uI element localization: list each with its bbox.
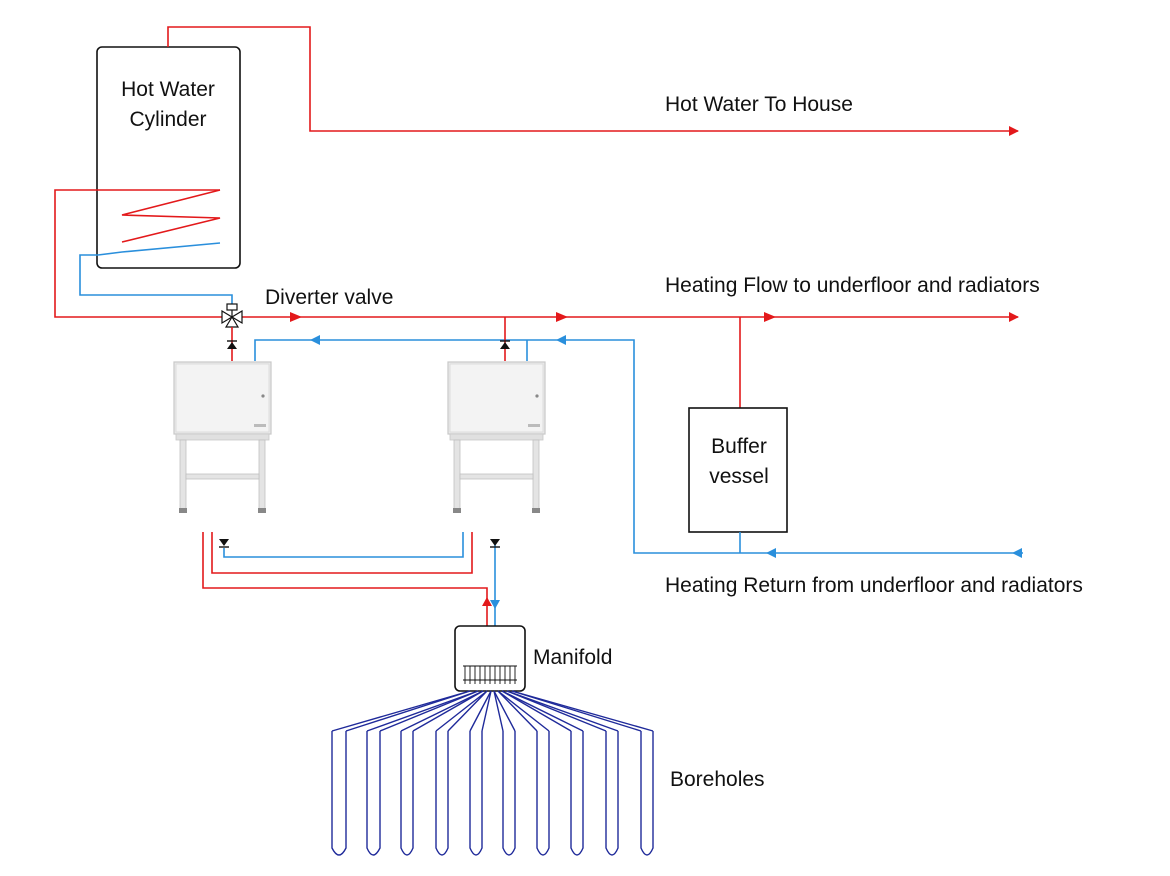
hot-water-to-house-label: Hot Water To House bbox=[665, 93, 853, 116]
heating-return-pipe bbox=[254, 339, 1023, 554]
ground-return-pipe-1 bbox=[223, 532, 464, 558]
heating-flow-label: Heating Flow to underfloor and radiators bbox=[665, 274, 1040, 297]
heating-return-label: Heating Return from underfloor and radia… bbox=[665, 574, 1083, 597]
hot-water-pipe bbox=[167, 26, 1019, 136]
boreholes-label: Boreholes bbox=[670, 768, 765, 791]
buffer-vessel bbox=[688, 407, 788, 533]
check-valve-icon bbox=[219, 539, 500, 548]
diverter-valve-icon bbox=[221, 303, 243, 328]
buffer-label-line1: Buffer bbox=[711, 435, 767, 458]
coil-return-pipe bbox=[79, 254, 233, 307]
buffer-label-line2: vessel bbox=[709, 465, 769, 488]
cylinder-label-line1: Hot Water bbox=[121, 78, 215, 101]
heat-pump-unit-1 bbox=[173, 361, 272, 514]
diverter-valve-label: Diverter valve bbox=[265, 286, 394, 309]
check-valve-icon bbox=[500, 340, 510, 349]
buffer-vessel-label: Buffer vessel bbox=[689, 432, 789, 492]
ground-flow-pipe-2 bbox=[211, 532, 473, 574]
cylinder-label: Hot Water Cylinder bbox=[108, 75, 228, 135]
ground-flow-pipe-1 bbox=[202, 532, 488, 606]
borehole-loops bbox=[331, 731, 654, 856]
coil-feed-pipe bbox=[54, 189, 222, 318]
cylinder-coil bbox=[121, 189, 221, 243]
cylinder-coil-return bbox=[97, 242, 221, 256]
check-valve-icon bbox=[227, 340, 237, 349]
manifold bbox=[454, 625, 526, 692]
manifold-label: Manifold bbox=[533, 646, 613, 669]
borehole-lines bbox=[331, 690, 654, 732]
heat-pump-unit-2 bbox=[447, 361, 546, 514]
cylinder-label-line2: Cylinder bbox=[129, 108, 207, 131]
manifold-valves bbox=[463, 665, 517, 684]
